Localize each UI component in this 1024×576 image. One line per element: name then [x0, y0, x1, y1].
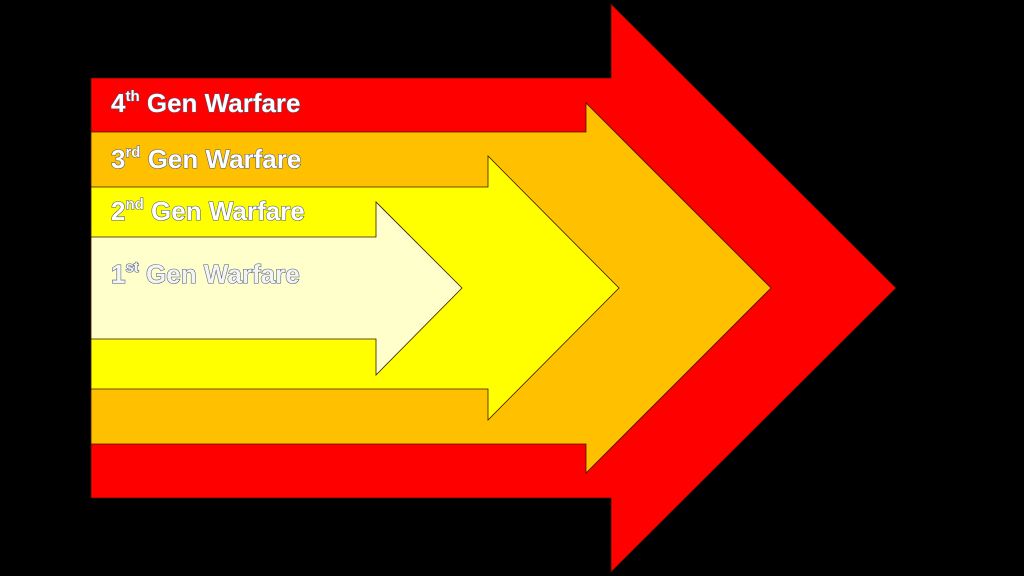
label-4th-gen-suffix: th: [125, 88, 140, 105]
label-3rd-gen-number: 3: [110, 144, 126, 174]
label-2nd-gen-suffix: nd: [125, 196, 144, 213]
label-1st-gen-suffix: st: [125, 259, 139, 276]
label-1st-gen-number: 1: [110, 259, 126, 289]
label-2nd-gen-text: Gen Warfare: [150, 196, 305, 226]
arrow-1st-gen: [90, 201, 463, 376]
label-2nd-gen-number: 2: [110, 196, 126, 226]
label-1st-gen-text: Gen Warfare: [145, 259, 300, 289]
label-4th-gen: 4th Gen Warfare: [110, 88, 301, 118]
label-3rd-gen-suffix: rd: [125, 144, 141, 161]
label-4th-gen-number: 4: [110, 88, 126, 118]
label-1st-gen: 1st Gen Warfare: [110, 259, 300, 289]
label-3rd-gen: 3rd Gen Warfare: [110, 144, 302, 174]
label-2nd-gen: 2nd Gen Warfare: [110, 196, 305, 226]
label-3rd-gen-text: Gen Warfare: [147, 144, 302, 174]
label-4th-gen-text: Gen Warfare: [146, 88, 301, 118]
